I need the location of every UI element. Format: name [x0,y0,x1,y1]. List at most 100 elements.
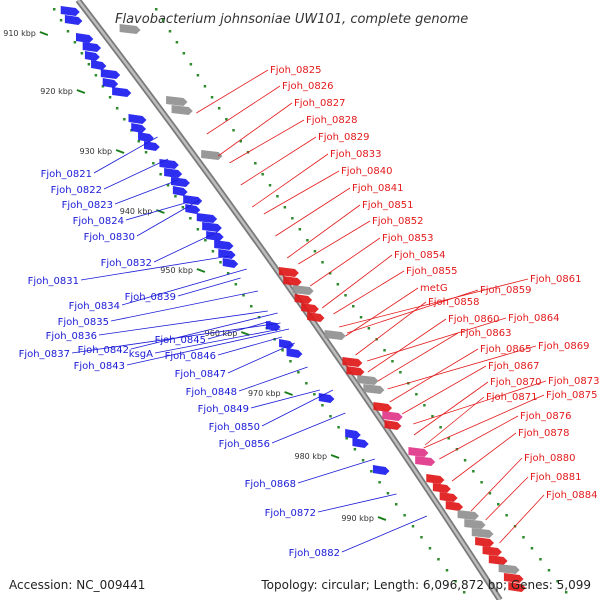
tick-dot [337,426,340,429]
tick-dot [108,96,112,99]
tick-dot [306,239,309,242]
tick-dot [210,96,214,99]
tick-dot [281,349,284,352]
reverse-gene-glyph [206,231,224,241]
kbp-tick-label: 910 kbp [3,29,36,38]
reverse-label-leader [271,412,346,444]
tick-dot [261,173,264,176]
forward-gene-glyph [457,510,479,520]
forward-label-leader [240,136,317,186]
forward-gene-glyph [342,357,363,367]
tick-dot [522,536,525,539]
reverse-gene-label: Fjoh_0850 [209,422,260,433]
tick-dot [505,514,508,517]
tick-dot [94,74,98,77]
reverse-label-leader [227,342,295,374]
tick-dot [428,547,432,550]
tick-dot [463,459,467,462]
forward-gene-label: Fjoh_0869 [538,341,589,352]
tick-dot [232,129,235,132]
forward-label-leader [413,380,547,425]
reverse-gene-glyph [64,15,83,25]
tick-dot [547,569,551,572]
reverse-label-leader [207,320,271,340]
forward-label-leader [470,457,523,512]
reverse-gene-glyph [100,69,121,79]
kbp-tick-label: 950 kbp [160,266,193,275]
forward-gene-glyph [278,267,299,277]
label-leaders [71,69,547,553]
reverse-gene-glyph [84,51,100,61]
tick-dot [539,558,542,561]
tick-dot [383,349,386,352]
accession-text: Accession: NC_009441 [9,578,146,592]
reverse-gene-glyph [131,123,147,133]
reverse-label-leader [250,389,320,409]
tick-dot [345,437,348,440]
reverse-gene-label: ksgA [129,349,153,360]
tick-dot [174,195,177,198]
forward-label-leader [217,102,293,157]
tick-dot [283,206,287,209]
forward-gene-glyph [166,96,188,106]
forward-label-leader [333,270,405,315]
forward-gene-glyph [426,474,445,484]
forward-label-leader [387,345,537,390]
tick-dot [66,30,70,33]
reverse-gene-label: Fjoh_0834 [69,301,120,312]
forward-gene-glyph [301,303,319,313]
reverse-gene-glyph [286,348,303,358]
tick-dot [386,492,390,495]
tick-dot [431,415,434,418]
tick-dot [497,503,500,506]
forward-gene-label: Fjoh_0861 [530,274,581,285]
forward-gene-label: Fjoh_0875 [546,390,597,401]
forward-gene-glyph [408,447,429,457]
tick-dot [445,569,449,572]
reverse-gene-glyph [214,240,234,250]
reverse-gene-label: Fjoh_0843 [74,361,125,372]
tick-dot [168,30,172,33]
tick-dot [219,261,222,264]
tick-dot [411,525,415,528]
forward-gene-label: Fjoh_0854 [394,250,445,261]
forward-gene-glyph [201,150,223,160]
tick-dot [175,41,179,44]
reverse-label-leader [71,322,281,354]
tick-dot [336,283,340,286]
forward-gene-label: Fjoh_0880 [524,453,575,464]
tick-dot [159,173,162,176]
tick-dot [203,85,207,88]
reverse-gene-label: Fjoh_0831 [28,276,79,287]
reverse-gene-glyph [75,33,94,43]
forward-gene-label: Fjoh_0876 [520,411,571,422]
forward-label-leader [423,394,545,449]
kbp-tick-label: 920 kbp [40,87,73,96]
forward-label-leader [206,85,281,135]
kbp-tick-mark [115,149,125,154]
tick-dot [123,118,126,121]
forward-gene-glyph [283,276,302,286]
forward-label-leader [321,254,393,309]
tick-dot [391,360,394,363]
tick-dot [361,459,365,462]
reverse-gene-glyph [222,258,239,268]
reverse-gene-label: Fjoh_0847 [175,369,226,380]
reverse-gene-glyph [128,114,147,124]
forward-gene-label: Fjoh_0881 [530,472,581,483]
reverse-gene-glyph [91,60,107,70]
reverse-gene-glyph [172,186,188,196]
forward-gene-label: Fjoh_0828 [306,115,357,126]
kbp-tick-mark [330,454,340,459]
tick-dot [189,63,193,66]
kbp-tick-label: 960 kbp [205,329,238,338]
forward-gene-glyph [384,420,402,430]
reverse-gene-glyph [143,141,160,151]
tick-dot [291,217,294,220]
genome-backbone-highlight [77,0,502,600]
tick-dot [420,536,423,539]
forward-gene-glyph [292,285,314,295]
tick-dot [154,8,158,11]
tick-dot [144,151,148,154]
